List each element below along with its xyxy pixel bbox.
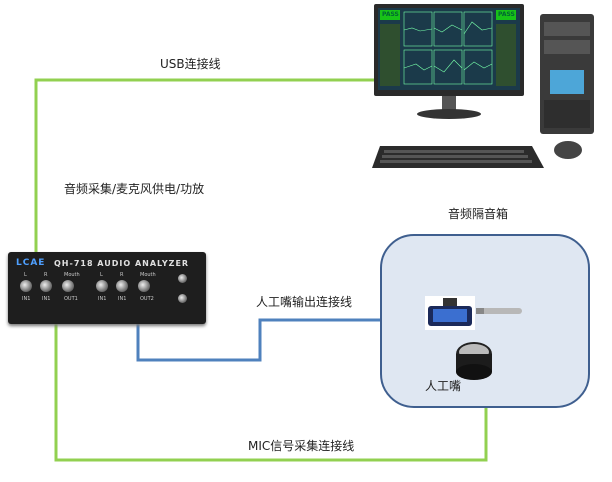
power-connector [178,274,187,283]
port-label: IN1 [22,296,31,302]
port-label: IN1 [98,296,107,302]
input-connector [40,280,52,292]
mic-cable-label: MIC信号采集连接线 [248,439,355,453]
artificial-mouth-label: 人工嘴 [425,379,462,393]
output-connector [62,280,74,292]
pass-badge-left: PASS [382,11,399,18]
port-label: OUT1 [64,296,78,302]
audio-capture-label: 音频采集/麦克风供电/功放 [64,182,205,196]
usb-wire [34,60,400,252]
artificial-mouth-icon [456,342,492,380]
sound-isolation-box [380,234,590,408]
analyzer-model: QH-718 AUDIO ANALYZER [54,259,190,268]
port-label: Mouth [140,272,156,278]
mouth-output-cable-label: 人工嘴输出连接线 [256,295,353,309]
port-label: R [120,272,124,278]
port-label: L [24,272,27,278]
usb-cable-label: USB连接线 [160,57,221,71]
port-label: IN1 [118,296,127,302]
analyzer-brand: LCAE [16,258,46,268]
port-label: L [100,272,103,278]
input-connector [96,280,108,292]
input-connector [116,280,128,292]
port-label: IN1 [42,296,51,302]
port-label: Mouth [64,272,80,278]
usb-connector [178,294,187,303]
test-board-icon [425,296,475,330]
sound-box-label: 音频隔音箱 [448,207,509,221]
output-connector [138,280,150,292]
port-label: R [44,272,48,278]
audio-analyzer-device: LCAE QH-718 AUDIO ANALYZER L R Mouth L R… [8,252,206,324]
pass-badge-right: PASS [498,11,515,18]
input-connector [20,280,32,292]
port-label: OUT2 [140,296,154,302]
computer-illustration [372,4,594,168]
measurement-mic-icon [476,308,522,314]
